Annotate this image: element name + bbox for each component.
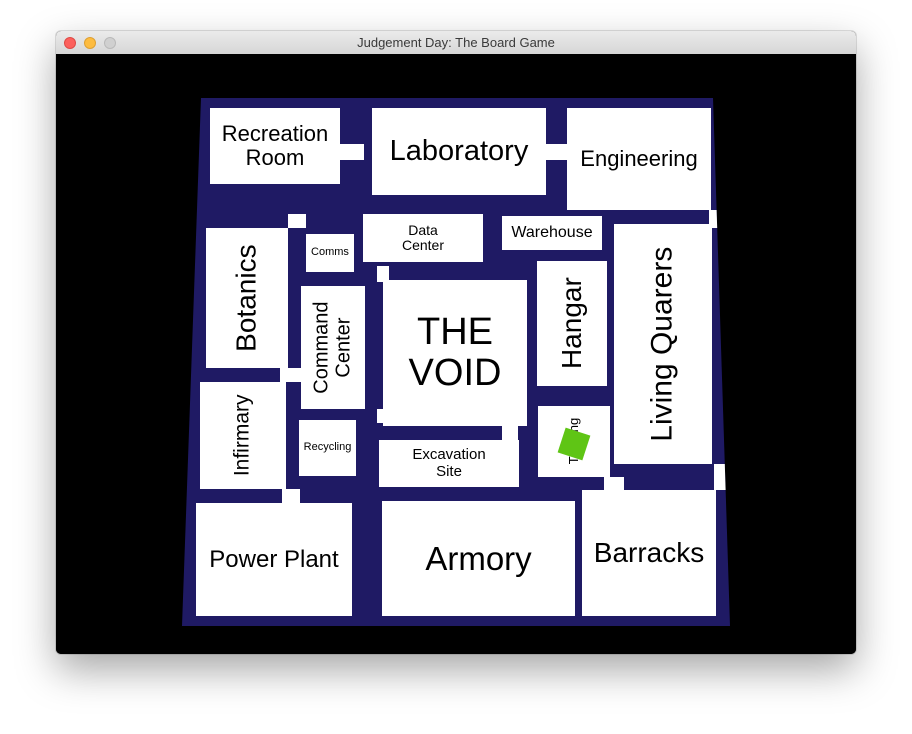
room-label: Excavation Site (412, 446, 486, 480)
room-label: Recycling (303, 441, 352, 454)
room-label: Data Center (401, 221, 445, 253)
room-armory[interactable]: Armory (382, 501, 575, 616)
connector-recreation-botanics (288, 214, 306, 228)
room-label: Living Quarers (645, 246, 679, 442)
zoom-window-button[interactable] (104, 37, 116, 49)
minimize-window-button[interactable] (84, 37, 96, 49)
room-engineering[interactable]: Engineering (567, 108, 711, 210)
room-recycling[interactable]: Recycling (299, 420, 356, 476)
room-label: Command Center (310, 301, 355, 394)
room-barracks[interactable]: Barracks (582, 490, 716, 616)
room-hangar[interactable]: Hangar (537, 261, 607, 386)
room-the-void[interactable]: THE VOID (383, 280, 527, 426)
room-label: Barracks (593, 536, 705, 568)
room-laboratory[interactable]: Laboratory (372, 108, 546, 195)
close-window-button[interactable] (64, 37, 76, 49)
room-command-center[interactable]: Command Center (301, 286, 365, 409)
game-canvas: Recreation Room Laboratory Engineering B… (56, 54, 856, 654)
room-excavation-site[interactable]: Excavation Site (379, 440, 519, 487)
room-data-center[interactable]: Data Center (363, 214, 483, 262)
connector-recreation-laboratory (332, 144, 364, 160)
room-living-quarters[interactable]: Living Quarers (614, 224, 712, 464)
room-label: Recreation Room (221, 121, 329, 170)
connector-botanics-infirmary (280, 368, 302, 382)
room-label: Hangar (555, 277, 587, 370)
room-label: Power Plant (209, 545, 339, 573)
game-board: Recreation Room Laboratory Engineering B… (182, 98, 730, 626)
connector-living-barracks (714, 464, 730, 490)
room-comms[interactable]: Comms (306, 234, 354, 272)
room-label: Comms (311, 246, 349, 259)
connector-comms-command (377, 266, 389, 282)
room-label: Laboratory (389, 134, 529, 167)
room-label: Warehouse (511, 224, 593, 242)
room-botanics[interactable]: Botanics (206, 228, 288, 368)
room-label: Infirmary (230, 394, 254, 477)
window-title: Judgement Day: The Board Game (357, 35, 555, 50)
room-label: Armory (425, 539, 532, 577)
room-infirmary[interactable]: Infirmary (200, 382, 286, 489)
game-window: Judgement Day: The Board Game Recreation… (56, 31, 856, 654)
connector-void-excavation (502, 426, 518, 440)
room-label: THE VOID (408, 310, 502, 394)
room-recreation-room[interactable]: Recreation Room (210, 108, 340, 184)
title-bar[interactable]: Judgement Day: The Board Game (56, 31, 856, 55)
connector-infirmary-powerplant (282, 489, 300, 503)
room-warehouse[interactable]: Warehouse (502, 216, 602, 250)
room-power-plant[interactable]: Power Plant (196, 503, 352, 616)
room-label: Engineering (580, 146, 698, 172)
room-label: Botanics (230, 244, 262, 352)
